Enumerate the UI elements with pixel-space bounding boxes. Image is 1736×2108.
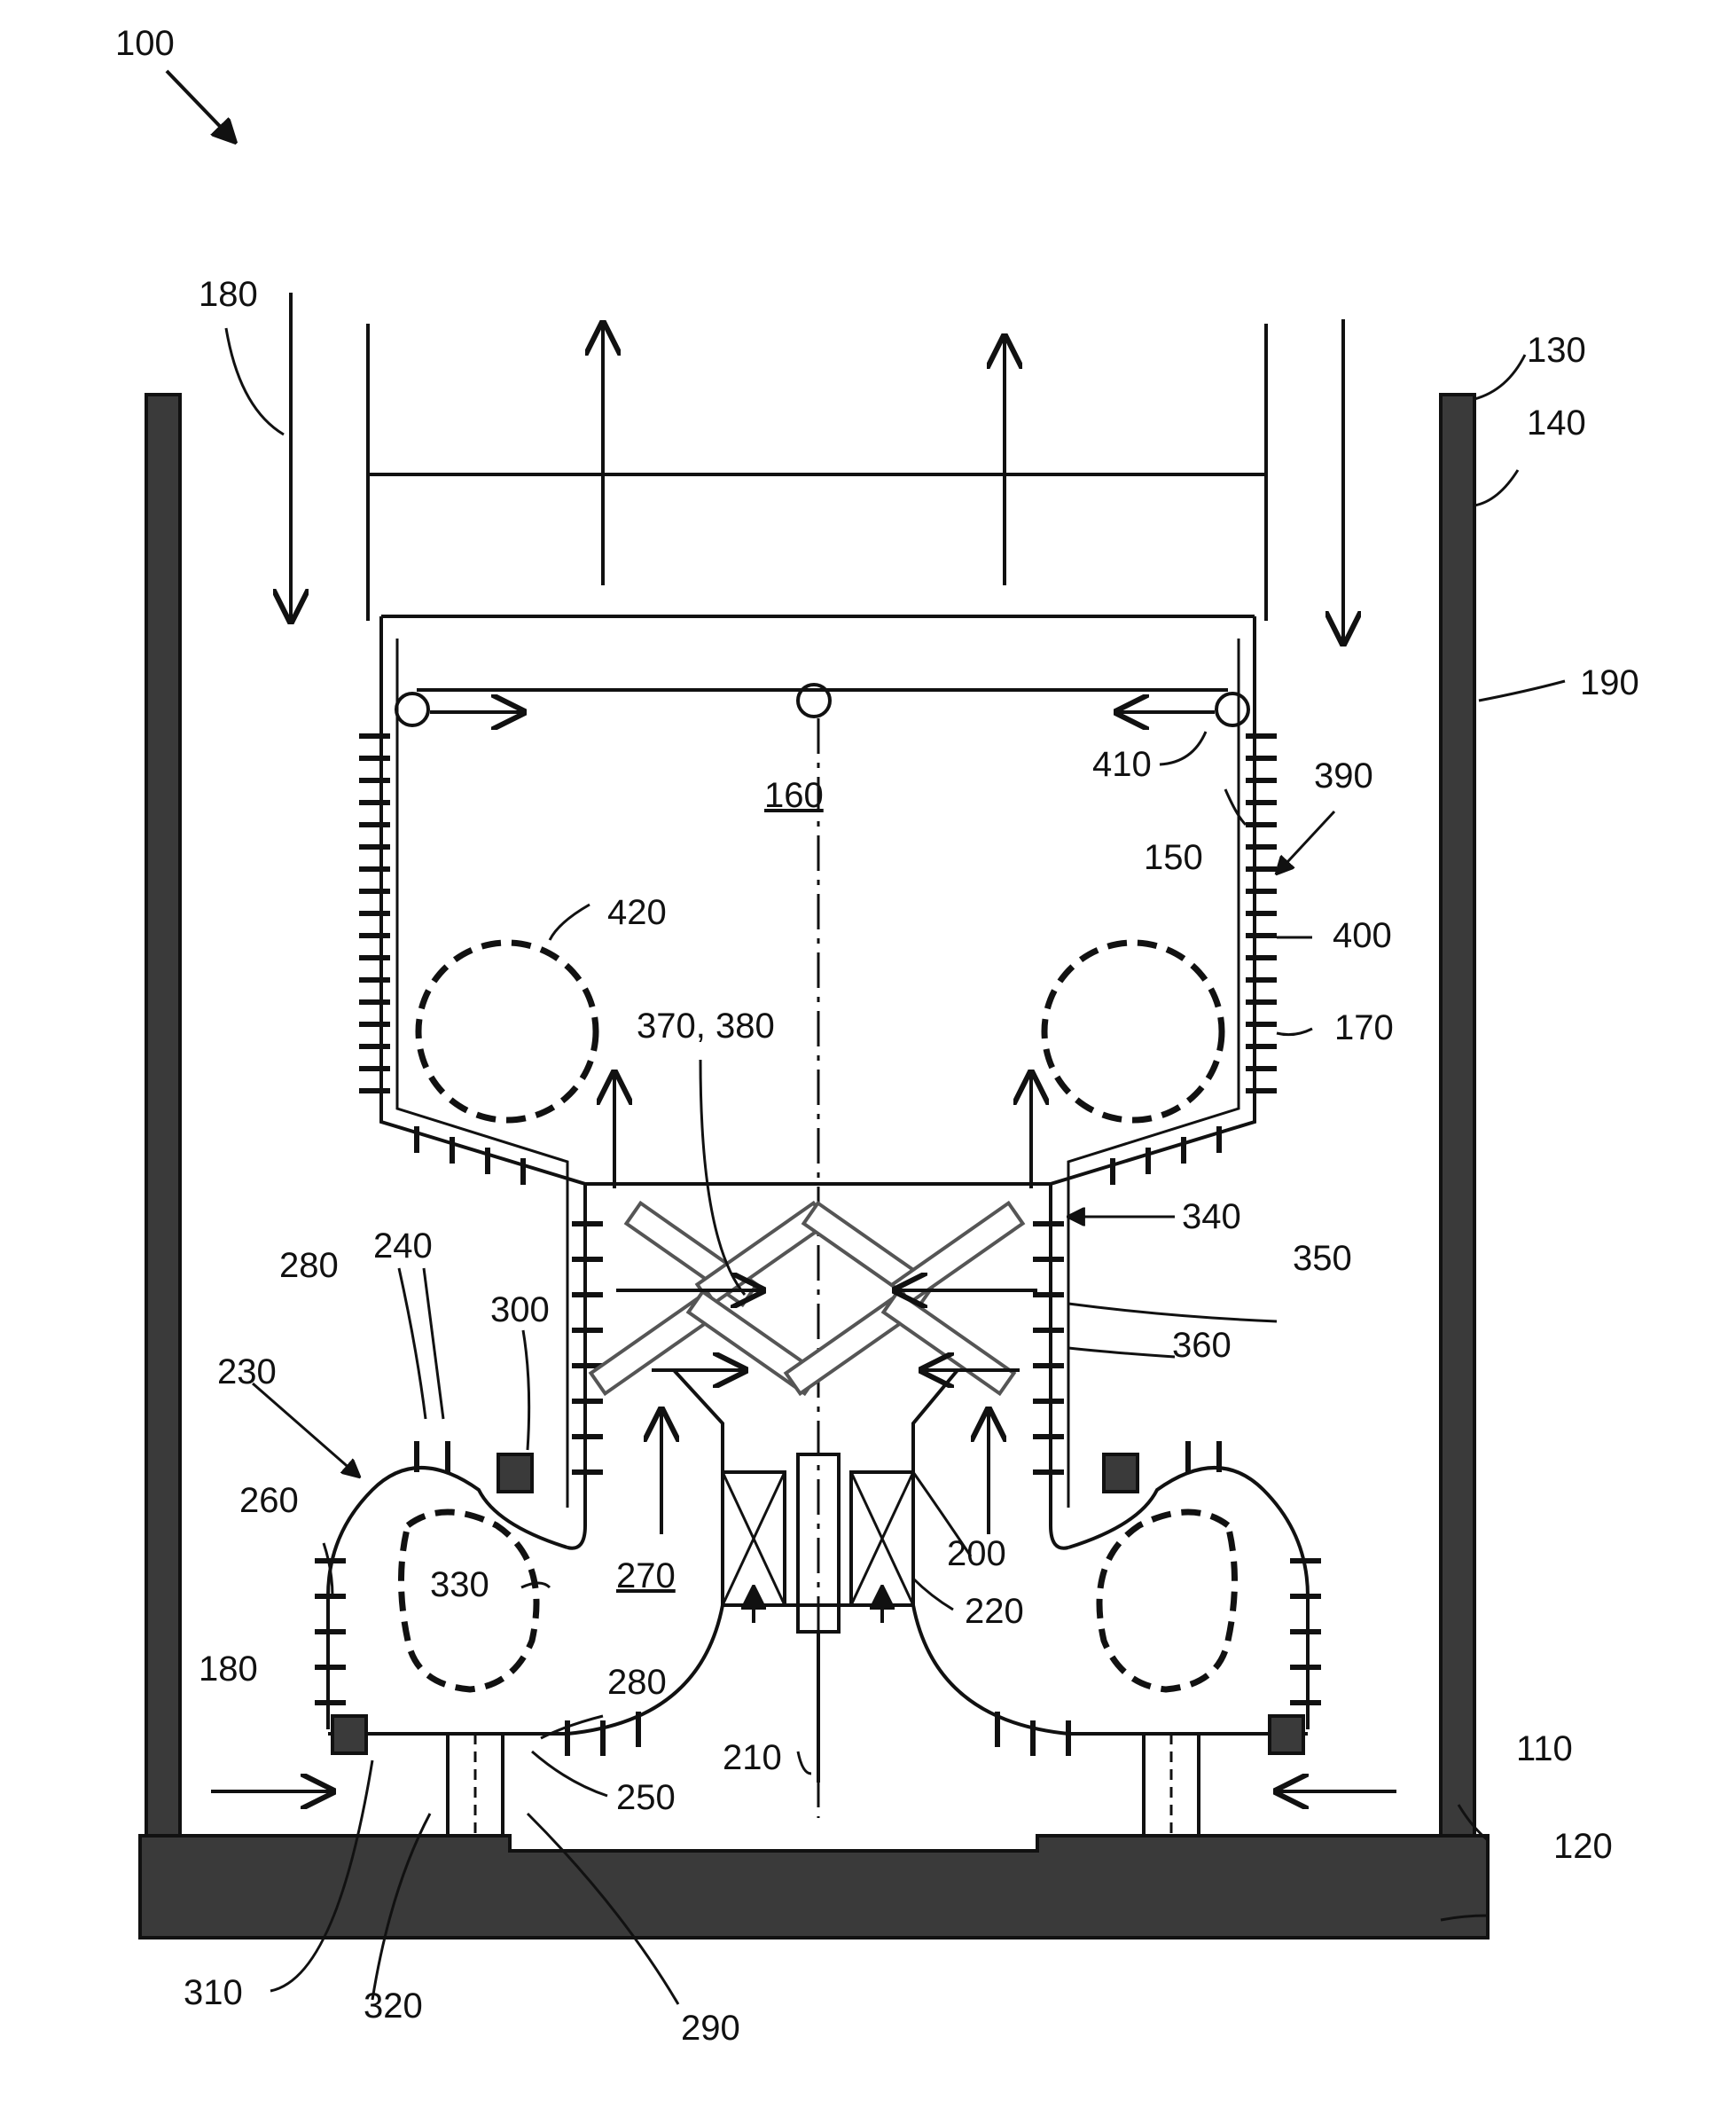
label-320: 320: [364, 1987, 423, 2026]
label-140: 140: [1527, 404, 1586, 443]
label-360: 360: [1172, 1326, 1232, 1365]
label-310: 310: [184, 1973, 243, 2012]
label-280-upper: 280: [279, 1246, 339, 1285]
label-340: 340: [1182, 1197, 1241, 1236]
label-180-top: 180: [199, 275, 258, 314]
label-160: 160: [764, 776, 824, 815]
label-420: 420: [607, 893, 667, 932]
leader-lines: [226, 328, 1565, 2004]
central-core: [674, 1370, 958, 1783]
label-250: 250: [616, 1778, 676, 1817]
outer-vessel: [140, 395, 1488, 1938]
heat-exchanger-plates: [590, 1203, 1037, 1394]
figure-ref-arrow: [167, 71, 235, 142]
label-300: 300: [490, 1290, 550, 1329]
label-280-lower: 280: [607, 1663, 667, 1702]
label-400: 400: [1333, 916, 1392, 955]
left-wall: [146, 395, 180, 1845]
label-330: 330: [430, 1565, 489, 1604]
right-wall: [1441, 395, 1474, 1845]
label-110: 110: [1516, 1729, 1573, 1768]
label-350: 350: [1293, 1239, 1352, 1278]
label-390: 390: [1314, 756, 1373, 795]
label-410: 410: [1092, 745, 1152, 784]
base-slab: [140, 1836, 1488, 1938]
label-200: 200: [947, 1534, 1006, 1573]
upflow-arrows: [614, 1073, 1031, 1534]
label-270: 270: [616, 1556, 676, 1595]
downflow-arrows: [291, 293, 1343, 643]
label-130: 130: [1527, 331, 1586, 370]
label-210: 210: [723, 1738, 782, 1777]
label-260: 260: [239, 1481, 299, 1520]
label-120: 120: [1553, 1827, 1613, 1866]
label-290: 290: [681, 2009, 740, 2048]
label-230: 230: [217, 1352, 277, 1391]
upper-chimney: [368, 324, 1266, 725]
label-180-side: 180: [199, 1650, 258, 1689]
label-150: 150: [1144, 838, 1203, 877]
label-100: 100: [115, 24, 175, 63]
label-170: 170: [1334, 1008, 1394, 1047]
label-190: 190: [1580, 663, 1639, 702]
dashed-loops-420: [418, 943, 1222, 1120]
label-220: 220: [965, 1592, 1024, 1631]
label-370-380: 370, 380: [637, 1007, 775, 1046]
label-240: 240: [373, 1226, 433, 1266]
